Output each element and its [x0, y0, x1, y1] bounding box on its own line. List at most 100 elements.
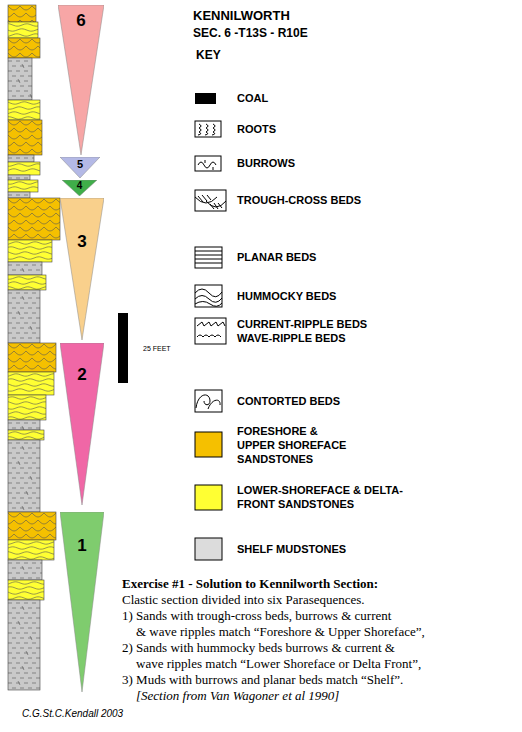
bed-pattern	[8, 117, 40, 119]
bed-unit	[8, 180, 38, 192]
bed-pattern	[8, 234, 14, 238]
parasequence-number: 2	[60, 365, 104, 384]
bed-fill	[8, 420, 40, 430]
bed-pattern	[36, 468, 40, 469]
bed-pattern	[8, 437, 44, 440]
bed-unit	[8, 430, 44, 440]
bed-pattern	[24, 453, 28, 454]
bed-pattern	[28, 308, 32, 309]
bed-pattern	[36, 658, 40, 659]
bed-fill	[8, 175, 30, 180]
bed-pattern	[8, 397, 46, 400]
bed-pattern	[50, 206, 60, 210]
bed-pattern	[8, 592, 44, 594]
bed-pattern	[12, 318, 16, 319]
bed-pattern	[50, 534, 56, 538]
bed-unit	[8, 38, 40, 58]
ripple-symbol	[195, 318, 226, 344]
bed-pattern	[8, 265, 12, 266]
bed-pattern	[16, 265, 20, 266]
bed-pattern	[12, 458, 16, 459]
bed-pattern	[24, 333, 28, 334]
bed-pattern	[12, 508, 16, 509]
bed-pattern	[16, 61, 20, 62]
bed-pattern	[8, 643, 12, 644]
bed-pattern	[20, 578, 24, 579]
bed-pattern	[18, 79, 20, 83]
bed-pattern	[8, 53, 20, 57]
bed-pattern	[36, 328, 40, 329]
bed-pattern	[8, 199, 20, 203]
bed-fill	[8, 38, 40, 58]
bed-pattern	[8, 227, 20, 231]
bed-pattern	[20, 86, 24, 87]
bed-pattern	[12, 66, 16, 67]
bed-pattern	[44, 213, 56, 217]
bed-pattern	[8, 107, 40, 109]
bed-fill	[8, 395, 46, 420]
bed-pattern	[8, 432, 44, 434]
bed-pattern	[8, 379, 54, 381]
bed-pattern	[32, 473, 36, 474]
bed-pattern	[8, 623, 12, 624]
bed-pattern	[8, 282, 46, 284]
bed-pattern	[32, 663, 36, 664]
bed-outline	[8, 275, 46, 290]
legend-swatch	[195, 432, 222, 457]
bed-pattern	[8, 158, 12, 159]
bed-pattern	[12, 668, 16, 669]
bed-pattern	[8, 344, 20, 348]
bed-outline	[8, 198, 60, 240]
bed-outline	[8, 5, 36, 22]
bed-pattern	[28, 338, 32, 339]
bed-pattern	[8, 412, 46, 414]
bed-pattern	[12, 428, 16, 429]
bed-pattern	[32, 121, 42, 125]
bed-outline	[8, 38, 40, 58]
bed-pattern	[32, 493, 36, 494]
legend-label: CONTORTED BEDS	[237, 394, 387, 408]
bed-unit	[8, 560, 42, 580]
legend-swatch	[195, 93, 216, 104]
bed-pattern	[20, 498, 24, 499]
bed-pattern	[8, 493, 12, 494]
bed-pattern	[44, 227, 56, 231]
bed-pattern	[16, 473, 20, 474]
bed-outline	[8, 180, 38, 192]
bed-pattern	[36, 308, 40, 309]
bed-pattern	[20, 618, 24, 619]
bed-pattern	[24, 563, 28, 564]
caption-text: SEC. 6 -T13S - R10E	[193, 26, 308, 40]
hummock-line	[195, 302, 222, 307]
bed-pattern	[20, 488, 24, 489]
bed-pattern	[8, 520, 14, 524]
bed-pattern	[28, 448, 32, 449]
bed-pattern	[20, 658, 24, 659]
bed-pattern	[24, 463, 28, 464]
bed-pattern	[44, 513, 56, 517]
bed-pattern	[32, 483, 36, 484]
bed-pattern	[32, 199, 44, 203]
bed-pattern	[36, 498, 40, 499]
bed-pattern	[36, 648, 40, 649]
bed-pattern	[32, 313, 36, 314]
bed-pattern	[32, 53, 40, 57]
bed-unit	[8, 440, 40, 512]
bed-pattern	[8, 552, 54, 555]
bed-pattern	[24, 633, 28, 634]
bed-pattern	[16, 453, 20, 454]
bed-pattern	[32, 227, 44, 231]
bed-pattern	[8, 287, 46, 290]
bed-fill	[8, 120, 42, 155]
bed-pattern	[24, 443, 28, 444]
bed-pattern	[36, 578, 40, 579]
bed-pattern	[20, 121, 32, 125]
bed-unit	[8, 162, 40, 175]
bed-pattern	[20, 227, 32, 231]
bed-pattern	[20, 468, 24, 469]
bed-pattern	[36, 478, 40, 479]
bed-pattern	[8, 34, 38, 37]
bed-pattern	[22, 506, 24, 510]
triangle-fill	[60, 198, 104, 340]
bed-pattern	[14, 128, 26, 132]
